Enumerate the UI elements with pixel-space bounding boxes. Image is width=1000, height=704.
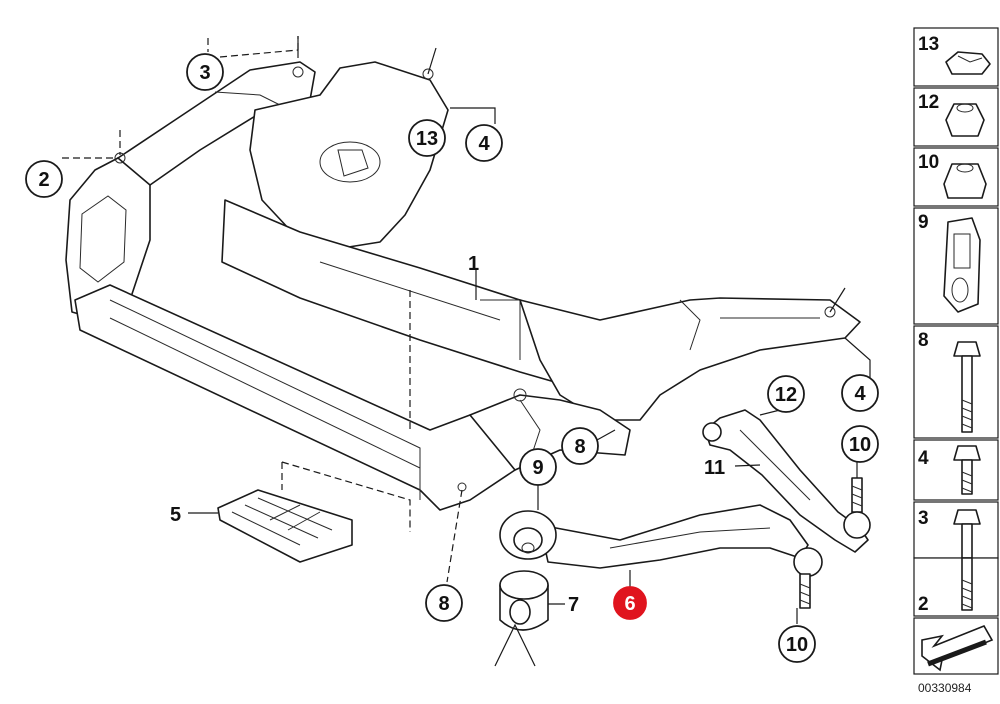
svg-text:9: 9 <box>532 457 543 479</box>
legend-item-2[interactable]: 2 <box>913 557 999 617</box>
callout-6-highlighted[interactable]: 6 <box>613 586 647 620</box>
svg-text:9: 9 <box>918 212 929 233</box>
guide-plate <box>217 461 411 563</box>
leader-lines <box>62 36 871 667</box>
callout-4-top[interactable]: 4 <box>465 124 503 162</box>
svg-text:11: 11 <box>704 457 725 479</box>
legend-item-12[interactable]: 12 <box>913 87 999 147</box>
legend-item-4[interactable]: 4 <box>913 439 999 501</box>
tension-strut <box>702 409 871 553</box>
legend-item-10[interactable]: 10 <box>913 147 999 207</box>
front-axle-subframe <box>65 61 861 511</box>
callout-13[interactable]: 13 <box>408 119 446 157</box>
svg-text:10: 10 <box>918 152 939 173</box>
svg-text:2: 2 <box>918 594 929 615</box>
label-5[interactable]: 5 <box>170 504 181 526</box>
document-number: 00330984 <box>918 681 972 695</box>
legend-item-3[interactable]: 3 <box>913 501 999 559</box>
svg-text:7: 7 <box>568 594 579 616</box>
svg-text:4: 4 <box>478 133 490 155</box>
svg-text:13: 13 <box>416 128 438 150</box>
callout-9[interactable]: 9 <box>519 448 557 486</box>
svg-text:8: 8 <box>574 436 585 458</box>
long-bolt-icon <box>961 557 973 611</box>
callout-10-bottom[interactable]: 10 <box>778 625 816 663</box>
svg-text:4: 4 <box>918 448 929 469</box>
callout-3[interactable]: 3 <box>186 53 224 91</box>
direction-arrow-box <box>913 617 999 675</box>
legend-item-9[interactable]: 9 <box>913 207 999 325</box>
parts-legend: 13 12 10 9 8 <box>913 27 999 695</box>
callout-8-bottom[interactable]: 8 <box>425 584 463 622</box>
callout-12[interactable]: 12 <box>767 375 805 413</box>
flange-nut-icon <box>943 163 987 199</box>
svg-text:8: 8 <box>438 593 449 615</box>
callout-2[interactable]: 2 <box>25 160 63 198</box>
label-7[interactable]: 7 <box>568 594 579 616</box>
svg-text:1: 1 <box>468 253 479 275</box>
svg-text:4: 4 <box>854 383 866 405</box>
callout-10-top[interactable]: 10 <box>841 425 879 463</box>
svg-text:8: 8 <box>918 330 929 351</box>
svg-text:10: 10 <box>849 434 871 456</box>
long-bolt-icon <box>953 341 981 433</box>
label-11[interactable]: 11 <box>704 457 725 479</box>
svg-text:10: 10 <box>786 634 808 656</box>
svg-text:12: 12 <box>918 92 939 113</box>
svg-text:3: 3 <box>199 62 210 84</box>
callout-8-mid[interactable]: 8 <box>561 427 599 465</box>
callout-4-right[interactable]: 4 <box>841 374 879 412</box>
short-bolt-icon <box>953 445 981 495</box>
bolt-icon <box>953 509 981 559</box>
svg-text:3: 3 <box>918 508 929 529</box>
rubber-mount <box>499 570 549 631</box>
legend-item-8[interactable]: 8 <box>913 325 999 439</box>
svg-text:13: 13 <box>918 34 939 55</box>
legend-item-13[interactable]: 13 <box>913 27 999 87</box>
svg-text:6: 6 <box>624 593 635 615</box>
svg-text:2: 2 <box>38 169 49 191</box>
clip-icon <box>945 51 991 75</box>
bracket-icon <box>943 217 981 313</box>
wishbone <box>499 504 823 609</box>
label-1[interactable]: 1 <box>468 253 479 275</box>
svg-text:5: 5 <box>170 504 181 526</box>
hex-nut-icon <box>945 103 985 137</box>
svg-text:12: 12 <box>775 384 797 406</box>
